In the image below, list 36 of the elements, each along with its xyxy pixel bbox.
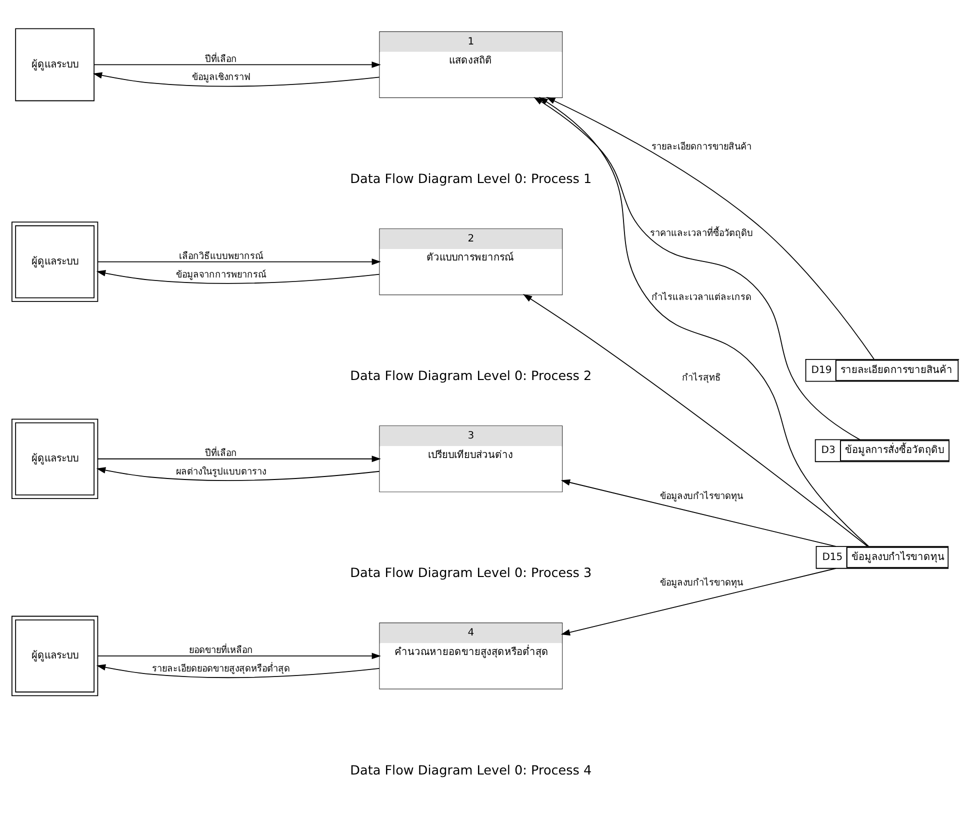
- label: Data Flow Diagram Level 0: Process 1: [350, 172, 592, 187]
- edge-label: ปีที่เลือก: [204, 54, 237, 64]
- edge-label: ราคาและเวลาที่ซื้อวัตถุดิบ: [650, 228, 754, 239]
- arrow: [94, 61, 381, 68]
- arrow: [97, 455, 381, 462]
- arrow: [96, 270, 380, 284]
- arrow: [534, 96, 860, 440]
- edge-label: รายละเอียดยอดขายสูงสุดหรือต่ำสุด: [152, 664, 290, 674]
- edge-label: ปีที่เลือก: [204, 448, 237, 459]
- edge-label: ข้อมูลจากการพยากรณ์: [176, 270, 266, 280]
- node-box: ผู้ดูแลระบบ: [15, 28, 95, 101]
- arrow: [97, 652, 381, 659]
- edge-label: ข้อมูลงบกำไรขาดทุน: [660, 578, 744, 588]
- arrow: [97, 258, 381, 264]
- arrow: [546, 96, 874, 359]
- edge-label: เลือกวิธีแบบพยากรณ์: [178, 252, 263, 262]
- arrow: [522, 294, 868, 546]
- arrow: [96, 664, 380, 678]
- label: Data Flow Diagram Level 0: Process 4: [350, 762, 592, 778]
- edge-label: กำไรสุทธิ: [682, 372, 722, 383]
- label: Data Flow Diagram Level 0: Process 2: [350, 368, 592, 384]
- edge-label: รายละเอียดการขายสินค้า: [652, 142, 752, 152]
- edge-label: ผลต่างในรูปแบบตาราง: [176, 466, 266, 477]
- label: Data Flow Diagram Level 0: Process 3: [350, 566, 592, 581]
- arrow: [92, 72, 380, 86]
- node-box: ผู้ดูแลระบบ: [11, 418, 98, 499]
- edge-label: กำไรและเวลาแต่ละเกรด: [652, 292, 752, 303]
- arrow: [538, 96, 870, 546]
- arrow: [560, 478, 836, 546]
- arrow: [96, 466, 380, 480]
- edge-label: ข้อมูลเชิงกราฟ: [192, 72, 250, 83]
- node-box: ผู้ดูแลระบบ: [11, 615, 98, 696]
- edge-label: ข้อมูลงบกำไรขาดทุน: [660, 492, 744, 502]
- node-box: ผู้ดูแลระบบ: [11, 221, 98, 302]
- arrow: [560, 567, 836, 635]
- edge-label: ยอดขายที่เหลือก: [188, 646, 253, 656]
